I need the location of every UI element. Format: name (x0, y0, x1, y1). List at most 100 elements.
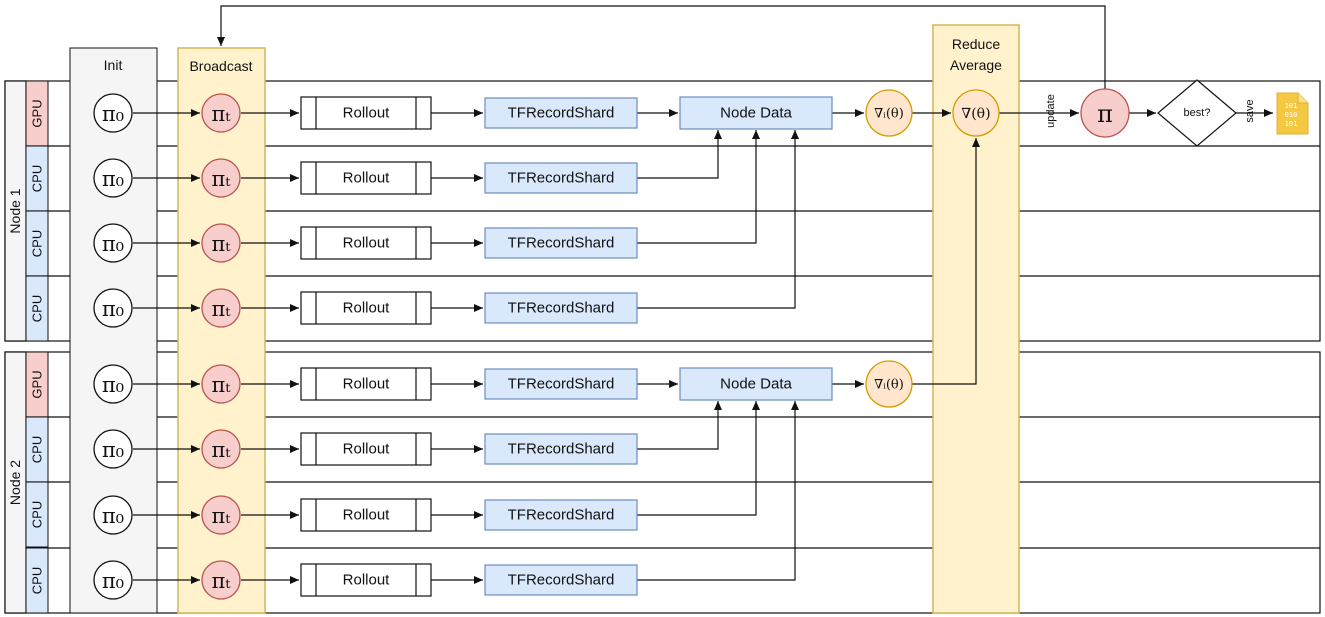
init-policy-node-label: π₀ (102, 297, 124, 321)
lane-header-cpu (25, 275, 49, 342)
init-policy-node-label: π₀ (102, 102, 124, 126)
tfrecord-shard-box (484, 292, 638, 324)
file-icon-bits: 101 (1285, 120, 1298, 128)
rollout-box (300, 161, 432, 195)
init-policy-node (93, 429, 133, 469)
lane-header-cpu (25, 547, 49, 614)
lane-label: CPU (30, 230, 45, 257)
tfrecord-shard-box (484, 499, 638, 531)
broadcast-policy-node (201, 93, 241, 133)
node-data-label: Node Data (720, 105, 792, 122)
broadcast-policy-node-label: πₜ (212, 569, 232, 593)
local-gradient-node-label: ∇ᵢ(θ) (874, 107, 904, 122)
average-column-title: Average (950, 57, 1002, 73)
global-gradient-node (952, 89, 1000, 137)
lane-label: GPU (30, 99, 45, 127)
tfrecord-shard-label: TFRecordShard (508, 572, 615, 589)
init-column-title: Init (104, 57, 123, 73)
broadcast-policy-node-label: πₜ (212, 504, 232, 528)
broadcast-policy-node (201, 560, 241, 600)
node-label: Node 1 (7, 188, 23, 233)
local-gradient-node-label: ∇ᵢ(θ) (874, 378, 904, 393)
rollout-box (300, 498, 432, 532)
lane-label: GPU (30, 370, 45, 398)
tfrecord-shard-label: TFRecordShard (508, 376, 615, 393)
tfrecord-shard-label: TFRecordShard (508, 235, 615, 252)
broadcast-column-title: Broadcast (189, 58, 252, 74)
node-data-box (679, 367, 833, 401)
reduce-column-title: Reduce (952, 36, 1000, 52)
lane-label: CPU (30, 567, 45, 594)
update-edge-label: update (1045, 94, 1057, 128)
lane-label: CPU (30, 436, 45, 463)
tfrecord-shard-box (484, 433, 638, 465)
broadcast-policy-node-label: πₜ (212, 373, 232, 397)
tfrecord-shard-box (484, 368, 638, 400)
init-policy-node-label: π₀ (102, 167, 124, 191)
tfrecord-shard-box (484, 564, 638, 596)
init-policy-node (93, 560, 133, 600)
lane-label: CPU (30, 501, 45, 528)
init-policy-node-label: π₀ (102, 373, 124, 397)
tfrecord-shard-label: TFRecordShard (508, 170, 615, 187)
lane-header-cpu (25, 481, 49, 548)
rollout-label: Rollout (343, 572, 391, 589)
broadcast-policy-node (201, 495, 241, 535)
edge-shard-to-node-data (637, 401, 799, 581)
best-decision-diamond (1157, 79, 1237, 147)
edge-shard-to-node-data (637, 401, 722, 450)
broadcast-policy-node-label: πₜ (212, 167, 232, 191)
tfrecord-shard-box (484, 227, 638, 259)
tfrecord-shard-label: TFRecordShard (508, 441, 615, 458)
lane-label: CPU (30, 165, 45, 192)
init-policy-node-label: π₀ (102, 232, 124, 256)
local-gradient-node (865, 89, 913, 137)
save-edge-label: save (1244, 99, 1256, 122)
broadcast-policy-node-label: πₜ (212, 438, 232, 462)
edge-shard-to-node-data (637, 401, 760, 516)
best-decision-label: best? (1184, 107, 1211, 119)
init-policy-node (93, 93, 133, 133)
tfrecord-shard-label: TFRecordShard (508, 105, 615, 122)
rollout-box (300, 432, 432, 466)
edge-shard-to-node-data (637, 130, 722, 179)
file-icon-bits: 101 (1285, 102, 1298, 110)
broadcast-policy-node (201, 223, 241, 263)
node-label: Node 2 (7, 460, 23, 505)
rollout-box (300, 563, 432, 597)
rollout-label: Rollout (343, 170, 391, 187)
init-policy-node-label: π₀ (102, 504, 124, 528)
tfrecord-shard-label: TFRecordShard (508, 507, 615, 524)
broadcast-policy-node (201, 364, 241, 404)
rollout-box (300, 96, 432, 130)
init-policy-node (93, 495, 133, 535)
edge-shard-to-node-data (637, 130, 799, 309)
init-policy-node (93, 158, 133, 198)
init-policy-node (93, 223, 133, 263)
policy-node-label: π (1097, 100, 1113, 128)
rollout-label: Rollout (343, 507, 391, 524)
lane-label: CPU (30, 295, 45, 322)
init-policy-node (93, 288, 133, 328)
rollout-label: Rollout (343, 105, 391, 122)
broadcast-policy-node-label: πₜ (212, 102, 232, 126)
rollout-box (300, 291, 432, 325)
edge-policy-feedback-to-broadcast (217, 5, 1106, 89)
tfrecord-shard-box (484, 162, 638, 194)
edge-shard-to-node-data (637, 130, 760, 244)
file-icon-bits: 010 (1285, 111, 1298, 119)
init-policy-node-label: π₀ (102, 438, 124, 462)
tfrecord-shard-box (484, 97, 638, 129)
tfrecord-shard-label: TFRecordShard (508, 300, 615, 317)
init-policy-node-label: π₀ (102, 569, 124, 593)
global-gradient-node-label: ∇(θ) (961, 106, 990, 122)
broadcast-policy-node (201, 429, 241, 469)
init-policy-node (93, 364, 133, 404)
rollout-label: Rollout (343, 441, 391, 458)
broadcast-policy-node-label: πₜ (212, 232, 232, 256)
rollout-label: Rollout (343, 235, 391, 252)
rollout-box (300, 367, 432, 401)
broadcast-policy-node-label: πₜ (212, 297, 232, 321)
